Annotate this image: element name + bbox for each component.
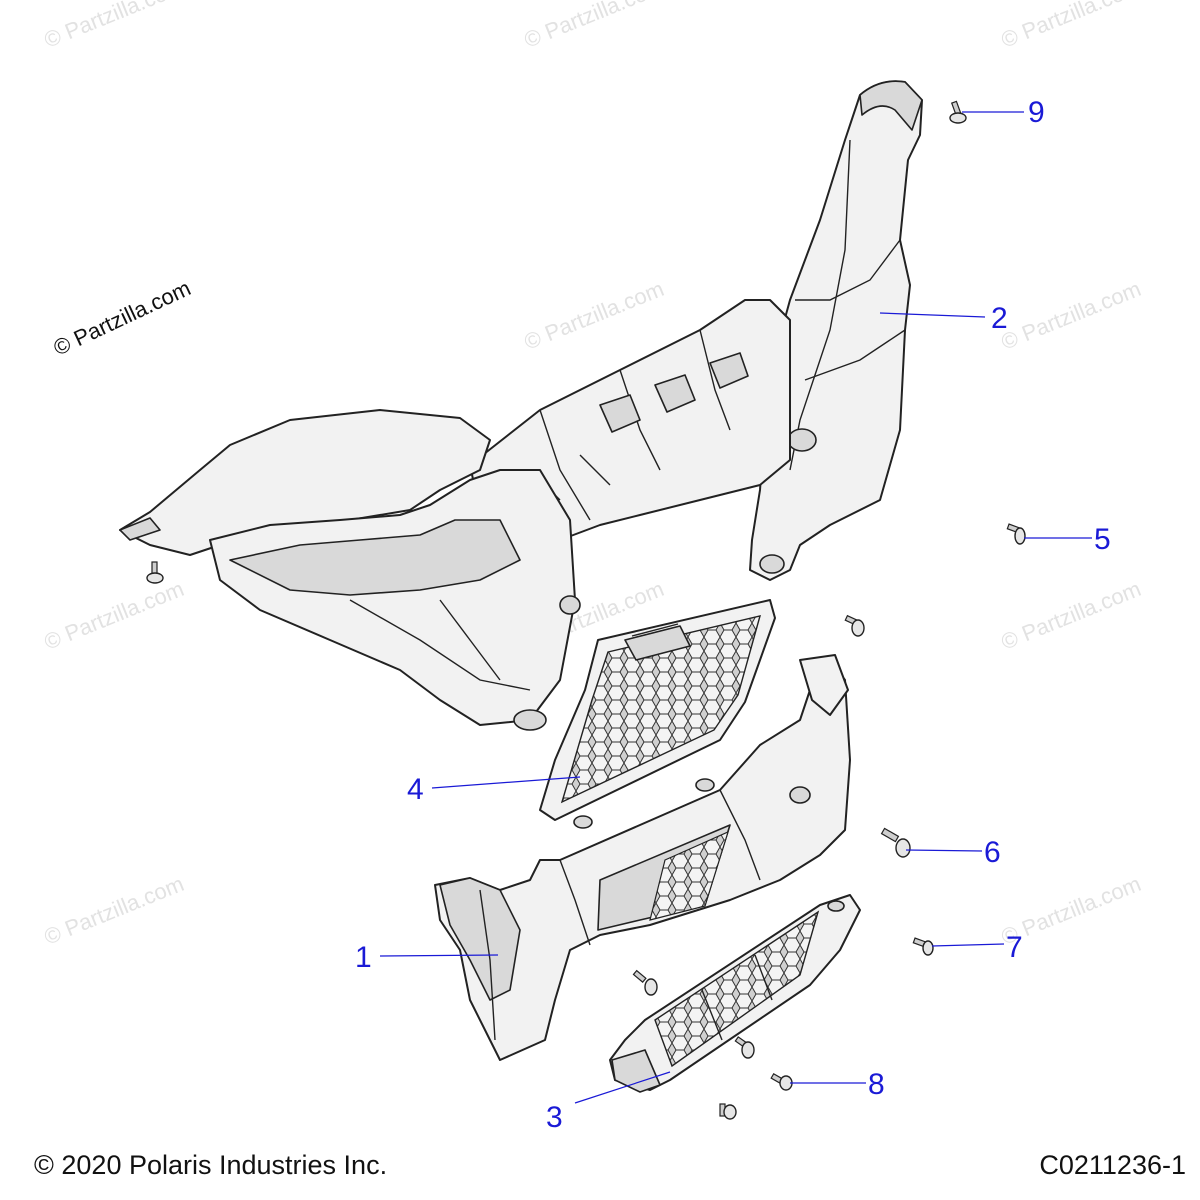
front-bumper-part xyxy=(119,80,923,731)
lower-housing-part xyxy=(434,654,851,1061)
fastener-5 xyxy=(1006,523,1026,545)
watermark: © Partzilla.com xyxy=(521,276,668,355)
watermark: © Partzilla.com xyxy=(998,276,1145,355)
callout-7: 7 xyxy=(1006,931,1023,964)
diagram-code: C0211236-1 xyxy=(1039,1150,1186,1180)
lower-grille-part xyxy=(609,894,861,1093)
watermark: © Partzilla.com xyxy=(41,576,188,655)
leader-3 xyxy=(574,1071,671,1104)
fastener-8b xyxy=(734,1036,755,1059)
copyright-text: © 2020 Polaris Industries Inc. xyxy=(34,1150,388,1180)
callout-2: 2 xyxy=(991,302,1008,335)
leader-4 xyxy=(431,776,581,789)
fastener-grille-top xyxy=(844,614,865,637)
callout-6: 6 xyxy=(984,836,1001,869)
watermark: © Partzilla.com xyxy=(998,0,1145,53)
upper-grille-part xyxy=(539,599,776,821)
fastener-8d xyxy=(719,1103,737,1120)
watermark-main: © Partzilla.com xyxy=(50,275,195,360)
leader-2 xyxy=(879,312,986,318)
leader-1 xyxy=(379,954,499,957)
leader-6 xyxy=(905,849,983,852)
watermark: © Partzilla.com xyxy=(521,0,668,53)
fastener-9 xyxy=(949,100,967,124)
callout-5: 5 xyxy=(1094,523,1111,556)
watermark: © Partzilla.com xyxy=(41,0,188,53)
watermark: © Partzilla.com xyxy=(998,576,1145,655)
fastener-bumper-left xyxy=(146,561,164,584)
callout-4: 4 xyxy=(407,773,424,806)
callout-9: 9 xyxy=(1028,96,1045,129)
fasteners-group xyxy=(146,100,1026,1120)
callouts-group: 1 2 3 4 5 6 7 8 9 xyxy=(355,96,1111,1134)
fastener-8c xyxy=(770,1072,793,1091)
callout-8: 8 xyxy=(868,1068,885,1101)
callout-1: 1 xyxy=(355,941,372,974)
fastener-8a xyxy=(632,969,658,996)
fastener-7 xyxy=(912,937,934,956)
watermark: © Partzilla.com xyxy=(41,871,188,950)
fastener-6 xyxy=(880,827,911,858)
leader-7 xyxy=(931,943,1005,947)
callout-3: 3 xyxy=(546,1101,563,1134)
